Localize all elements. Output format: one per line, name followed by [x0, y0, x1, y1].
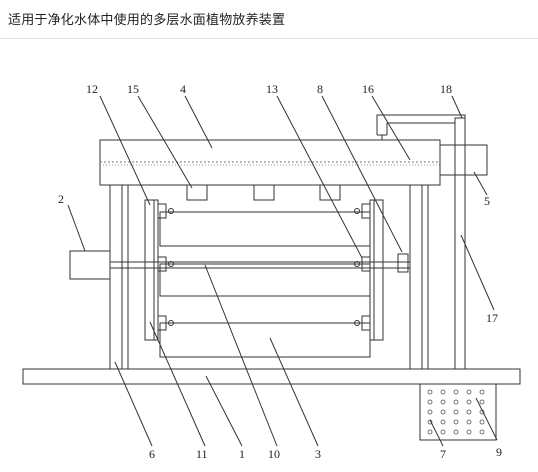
- callout-5: 5: [484, 194, 490, 208]
- planting-tray-bottom: [159, 322, 371, 358]
- callout-8: 8: [317, 82, 323, 96]
- callout-6: 6: [149, 447, 155, 461]
- planting-tray-top: [159, 211, 371, 247]
- base-plate: [22, 368, 521, 385]
- page-title: 适用于净化水体中使用的多层水面植物放养装置: [8, 13, 286, 28]
- right-rotary-frame: [373, 199, 384, 341]
- callout-16: 15: [127, 82, 139, 96]
- callout-9: 9: [496, 445, 502, 459]
- water-box: [419, 383, 497, 441]
- left-motor: [69, 250, 111, 280]
- return-pipe: [376, 114, 466, 135]
- planting-tray-middle: [159, 263, 371, 297]
- nozzle-2: [253, 184, 275, 201]
- callout-2: 2: [58, 192, 64, 206]
- nozzle-3: [319, 184, 341, 201]
- callout-15: 16: [362, 82, 374, 96]
- callout-4: 4: [180, 82, 186, 96]
- callout-12: 12: [86, 82, 98, 96]
- callout-13: 13: [266, 82, 278, 96]
- right-support-inner: [421, 184, 429, 370]
- callout-11: 11: [196, 447, 208, 461]
- left-rotary-frame: [144, 199, 155, 341]
- title-divider: [0, 38, 538, 39]
- callout-1: 1: [239, 447, 245, 461]
- callout-7: 7: [440, 447, 446, 461]
- nozzle-1: [186, 184, 208, 201]
- left-support-outer: [109, 184, 123, 370]
- side-pipe-post: [454, 117, 466, 370]
- left-support-inner: [121, 184, 129, 370]
- callout-17: 17: [486, 311, 498, 325]
- pump: [439, 144, 488, 176]
- callout-10: 10: [268, 447, 280, 461]
- right-support-outer: [409, 184, 423, 370]
- callout-3: 3: [315, 447, 321, 461]
- shaft-coupler: [397, 253, 409, 273]
- callout-18: 18: [440, 82, 452, 96]
